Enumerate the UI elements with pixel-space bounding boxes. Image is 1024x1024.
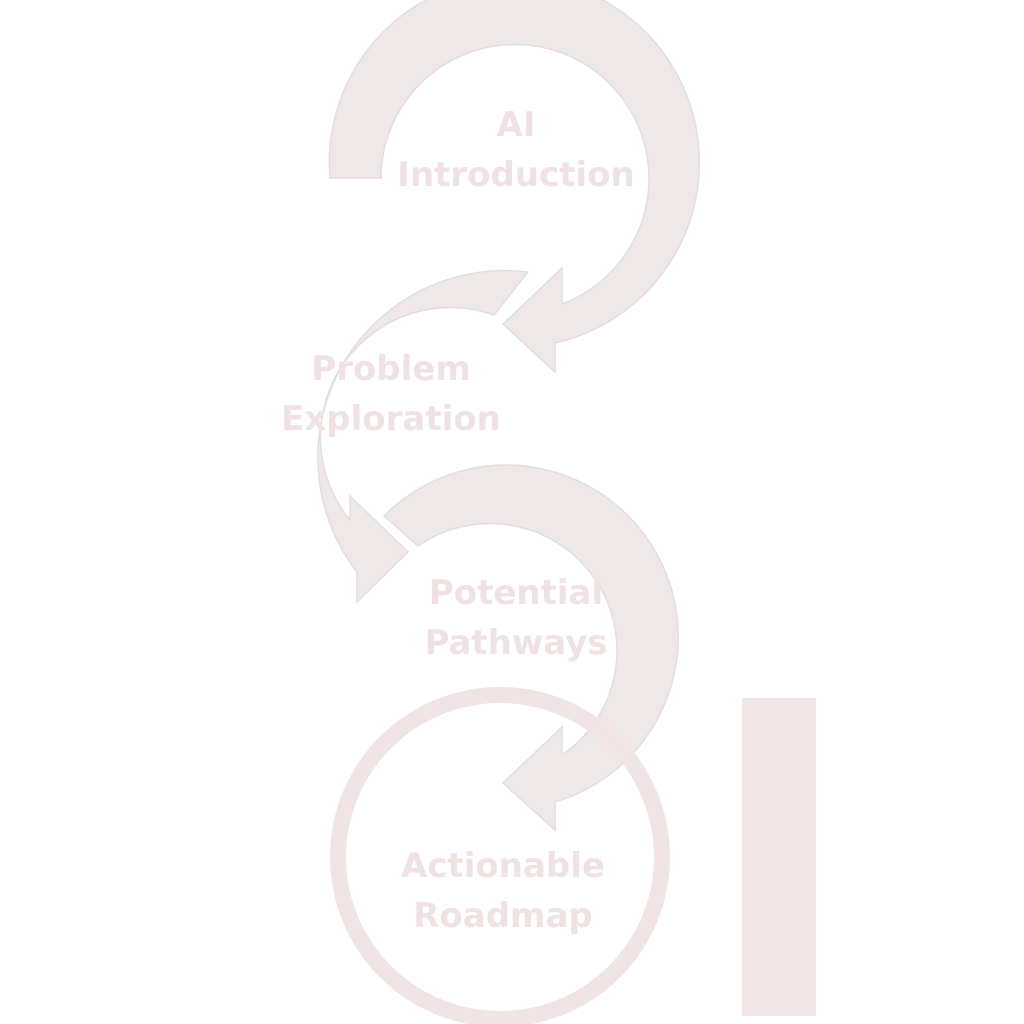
step-label-line: Actionable [401,846,605,886]
step-label-potential-pathways: Potential Pathways [424,568,607,668]
step-label-problem-exploration: Problem Exploration [281,344,501,444]
step-label-line: Potential [428,573,604,613]
step-label-ai-introduction: AI Introduction [397,100,634,200]
side-bar [742,698,816,1016]
curved-arrow-1 [328,0,701,374]
step-label-line: Exploration [281,399,501,439]
step-label-line: Problem [311,349,471,389]
step-label-line: AI [496,105,536,145]
curved-arrow-2 [317,269,530,604]
step-label-actionable-roadmap: Actionable Roadmap [401,841,605,941]
roadmap-circle [330,687,670,1024]
step-label-line: Introduction [397,155,635,195]
step-label-line: Roadmap [413,896,593,936]
step-label-line: Pathways [424,623,608,663]
